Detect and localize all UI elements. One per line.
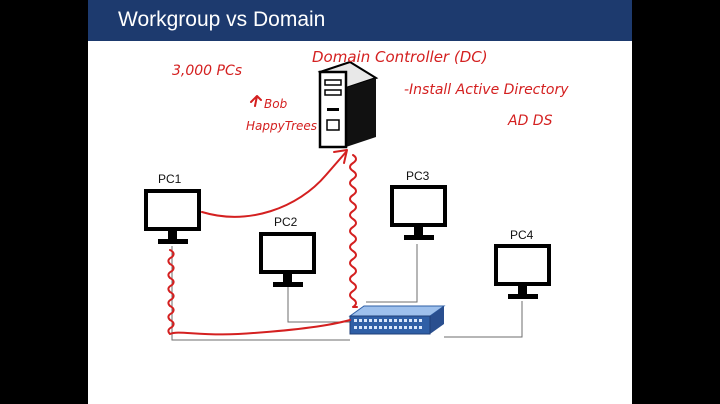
pc4-label: PC4: [510, 228, 534, 242]
pc2-monitor-icon: [259, 232, 316, 287]
switch-icon: [348, 305, 446, 335]
switch-to-dc-squiggle: [349, 154, 358, 308]
network-diagram: PC1 PC2 PC3 PC4 3,000 PCs Domain Control…: [144, 48, 569, 341]
arrow-head: [333, 149, 348, 164]
network-cables: [171, 244, 523, 341]
pc1-to-switch-squiggle: [167, 249, 351, 336]
cable-pc2: [287, 286, 350, 323]
ad-ds-note: AD DS: [507, 113, 553, 129]
pc-count-note: 3,000 PCs: [172, 63, 242, 79]
user-name-line1: Bob: [264, 97, 288, 111]
pc4-monitor-icon: [494, 244, 551, 299]
red-ink-annotations: [167, 95, 358, 336]
pc1-label: PC1: [158, 172, 182, 186]
server-icon: [317, 60, 379, 149]
slide: Workgroup vs Domain: [88, 0, 632, 404]
pc3-label: PC3: [406, 169, 430, 183]
dc-title-note: Domain Controller (DC): [312, 48, 488, 66]
slide-title: Workgroup vs Domain: [118, 8, 326, 31]
title-bar: Workgroup vs Domain: [88, 0, 632, 41]
user-scribble: [250, 95, 262, 107]
user-name-line2: HappyTrees: [246, 119, 317, 133]
cable-pc4: [444, 301, 523, 338]
pc3-monitor-icon: [390, 185, 447, 240]
cable-pc1: [171, 246, 350, 341]
pc1-monitor-icon: [144, 189, 201, 244]
install-note: -Install Active Directory: [404, 82, 569, 98]
pc2-label: PC2: [274, 215, 298, 229]
pc1-to-dc-arrow: [201, 151, 347, 218]
cable-pc3: [366, 244, 418, 303]
